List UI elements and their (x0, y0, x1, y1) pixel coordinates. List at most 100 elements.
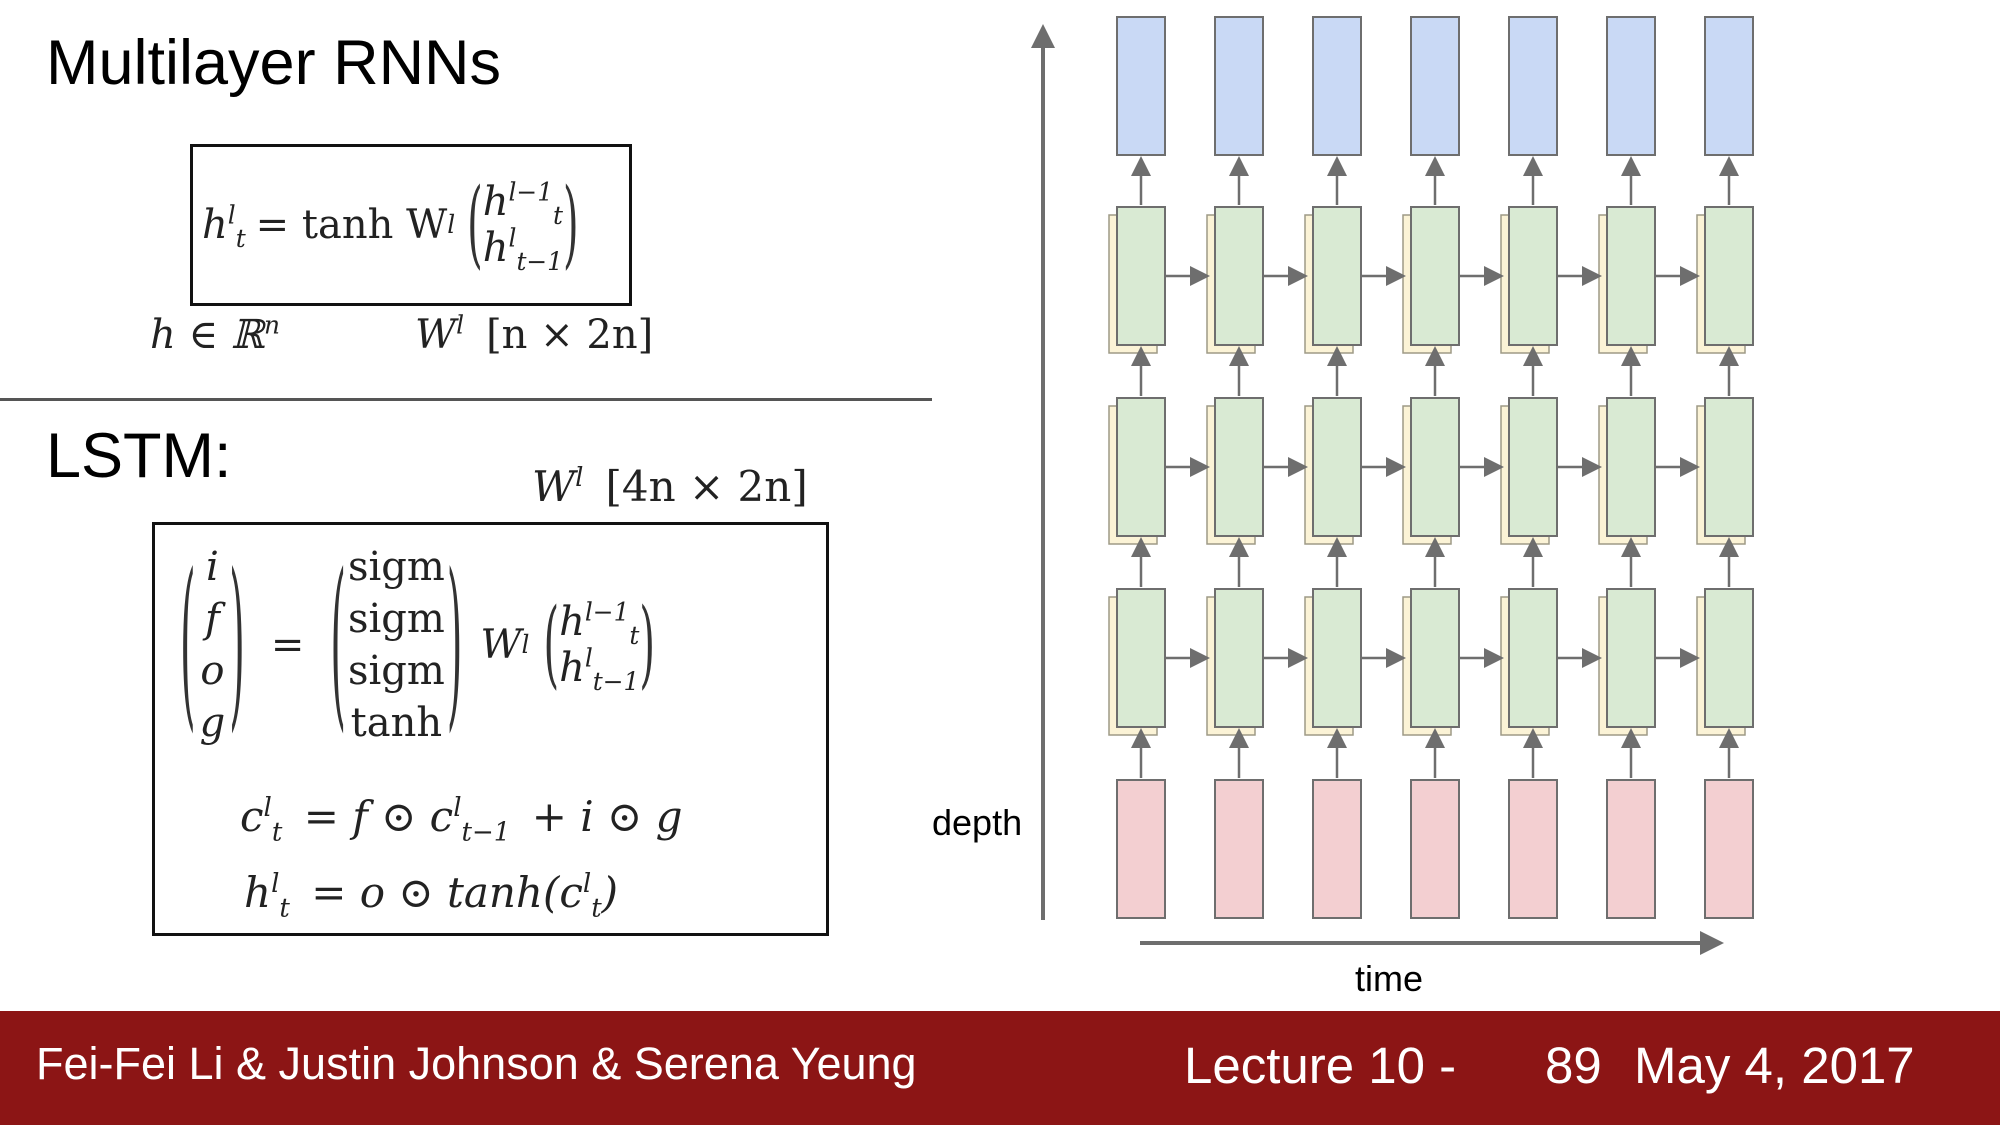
rnn-eq-lparen: ( (467, 169, 483, 281)
lstm-vec-top: h (559, 599, 585, 645)
lstm-gate-f: f (205, 596, 220, 642)
lstm-vec-bot-sub: t−1 (592, 667, 640, 696)
footer-page-number: 89 (1545, 1037, 1602, 1094)
input-cell (1312, 779, 1362, 919)
hidden-cell (1606, 588, 1656, 728)
lstm-gates-rparen: ) (229, 539, 245, 751)
rnn-vec-top-sub: t (552, 201, 563, 230)
lstm-cell-rhs-sup: l (453, 793, 462, 823)
footer-lecture: Lecture 10 - (1184, 1037, 1457, 1094)
rnn-weight: W (415, 312, 457, 358)
footer-bar (0, 1011, 2000, 1125)
lstm-gates-lparen: ( (180, 539, 196, 751)
hidden-cell (1508, 206, 1558, 346)
lstm-vec-bot: h (559, 645, 585, 691)
lstm-equals: = (270, 622, 305, 668)
rnn-hidden-space: h ∈ ℝn (150, 312, 280, 358)
rnn-vec-top: h (482, 179, 509, 225)
hidden-cell (1606, 397, 1656, 537)
input-cell (1410, 779, 1460, 919)
lstm-gates-vector: i f o g (200, 541, 226, 749)
rnn-vec-bot: h (482, 225, 509, 271)
input-cell (1704, 779, 1754, 919)
rnn-weight-sup: l (456, 310, 465, 340)
lstm-hidden-tail: ) (601, 868, 619, 917)
lstm-vec-lparen: ( (543, 589, 560, 701)
lstm-w: W (480, 622, 522, 668)
lstm-hidden-equation: hlt = o ⊙ tanh(clt) (244, 868, 619, 921)
output-cell (1312, 16, 1362, 156)
hidden-cell (1214, 588, 1264, 728)
lstm-cell-c-sub: t (271, 817, 283, 848)
hidden-cell (1508, 588, 1558, 728)
lstm-hidden-h: h (244, 868, 272, 917)
output-cell (1606, 16, 1656, 156)
lstm-gate-o: o (200, 648, 225, 694)
lstm-cell-c-sup: l (263, 793, 272, 823)
lstm-vec-top-sub: t (629, 621, 640, 650)
section-divider (0, 398, 932, 401)
input-cell (1214, 779, 1264, 919)
hidden-cell (1116, 397, 1166, 537)
rnn-eq-vector: hl−1t hlt−1 (482, 177, 563, 274)
multilayer-rnn-diagram (1031, 16, 1754, 955)
lstm-input-vector: hl−1t hlt−1 (559, 597, 640, 694)
output-cell (1214, 16, 1264, 156)
lstm-act-1: sigm (347, 596, 445, 642)
lstm-gate-i: i (206, 544, 219, 590)
rnn-vec-top-sup: l−1 (508, 177, 553, 207)
output-cell (1704, 16, 1754, 156)
rnn-weight-size: [n × 2n] (486, 312, 654, 358)
lstm-equation-box (152, 522, 829, 936)
lstm-weight-size: [4n × 2n] (605, 462, 808, 511)
hidden-cell (1410, 588, 1460, 728)
hidden-cell (1116, 206, 1166, 346)
hidden-cell (1508, 397, 1558, 537)
rnn-eq-rparen: ) (562, 169, 579, 281)
lstm-hidden-rhs-sup: l (582, 869, 592, 899)
lstm-vec-rparen: ) (639, 589, 655, 701)
rnn-weight-dims: Wl [n × 2n] (415, 312, 653, 358)
lstm-heading: LSTM: (46, 421, 232, 491)
lstm-weight-sup: l (575, 463, 584, 493)
hidden-cell (1312, 206, 1362, 346)
lstm-weight-dims: Wl [4n × 2n] (532, 462, 808, 511)
lstm-act-2: sigm (347, 648, 445, 694)
hidden-cell (1606, 206, 1656, 346)
output-cell (1116, 16, 1166, 156)
hidden-cell (1116, 588, 1166, 728)
lstm-cell-c: c (240, 792, 264, 841)
footer-authors: Fei-Fei Li & Justin Johnson & Serena Yeu… (36, 1038, 917, 1089)
footer-date: May 4, 2017 (1634, 1037, 1915, 1094)
slide-title: Multilayer RNNs (46, 28, 502, 98)
rnn-hidden-space-text: h ∈ ℝ (150, 312, 265, 358)
lstm-cell-equation: clt = f ⊙ clt−1 + i ⊙ g (240, 792, 683, 845)
lstm-gate-g: g (199, 700, 226, 746)
hidden-cell (1410, 206, 1460, 346)
rnn-equation-box (190, 144, 632, 306)
hidden-cell (1214, 397, 1264, 537)
lstm-hidden-h-sub: t (279, 893, 290, 924)
lstm-activations-vector: sigm sigm sigm tanh (348, 541, 445, 749)
lstm-act-0: sigm (347, 544, 445, 590)
output-cell (1410, 16, 1460, 156)
rnn-eq-lhs-sub: t (235, 224, 246, 253)
hidden-cell (1704, 397, 1754, 537)
depth-axis-label: depth (932, 802, 1023, 843)
lstm-vec-bot-sup: l (584, 643, 593, 673)
hidden-cell (1410, 397, 1460, 537)
rnn-eq-rhs: = tanh W (255, 202, 448, 248)
lstm-hidden-rhs-sub: t (591, 893, 602, 924)
time-axis-label: time (1355, 958, 1424, 999)
lstm-hidden-h-sup: l (271, 869, 280, 899)
output-cell (1508, 16, 1558, 156)
lstm-hidden-rhs: = o ⊙ tanh(c (311, 868, 583, 917)
rnn-eq-lhs: h (202, 202, 228, 248)
lstm-weight: W (532, 462, 576, 511)
rnn-eq-lhs-sup: l (227, 200, 236, 230)
rnn-vec-bot-sub: t−1 (516, 247, 563, 276)
lstm-act-3: tanh (350, 700, 443, 746)
lstm-act-rparen: ) (446, 539, 463, 751)
lstm-vec-top-sup: l−1 (584, 597, 630, 627)
